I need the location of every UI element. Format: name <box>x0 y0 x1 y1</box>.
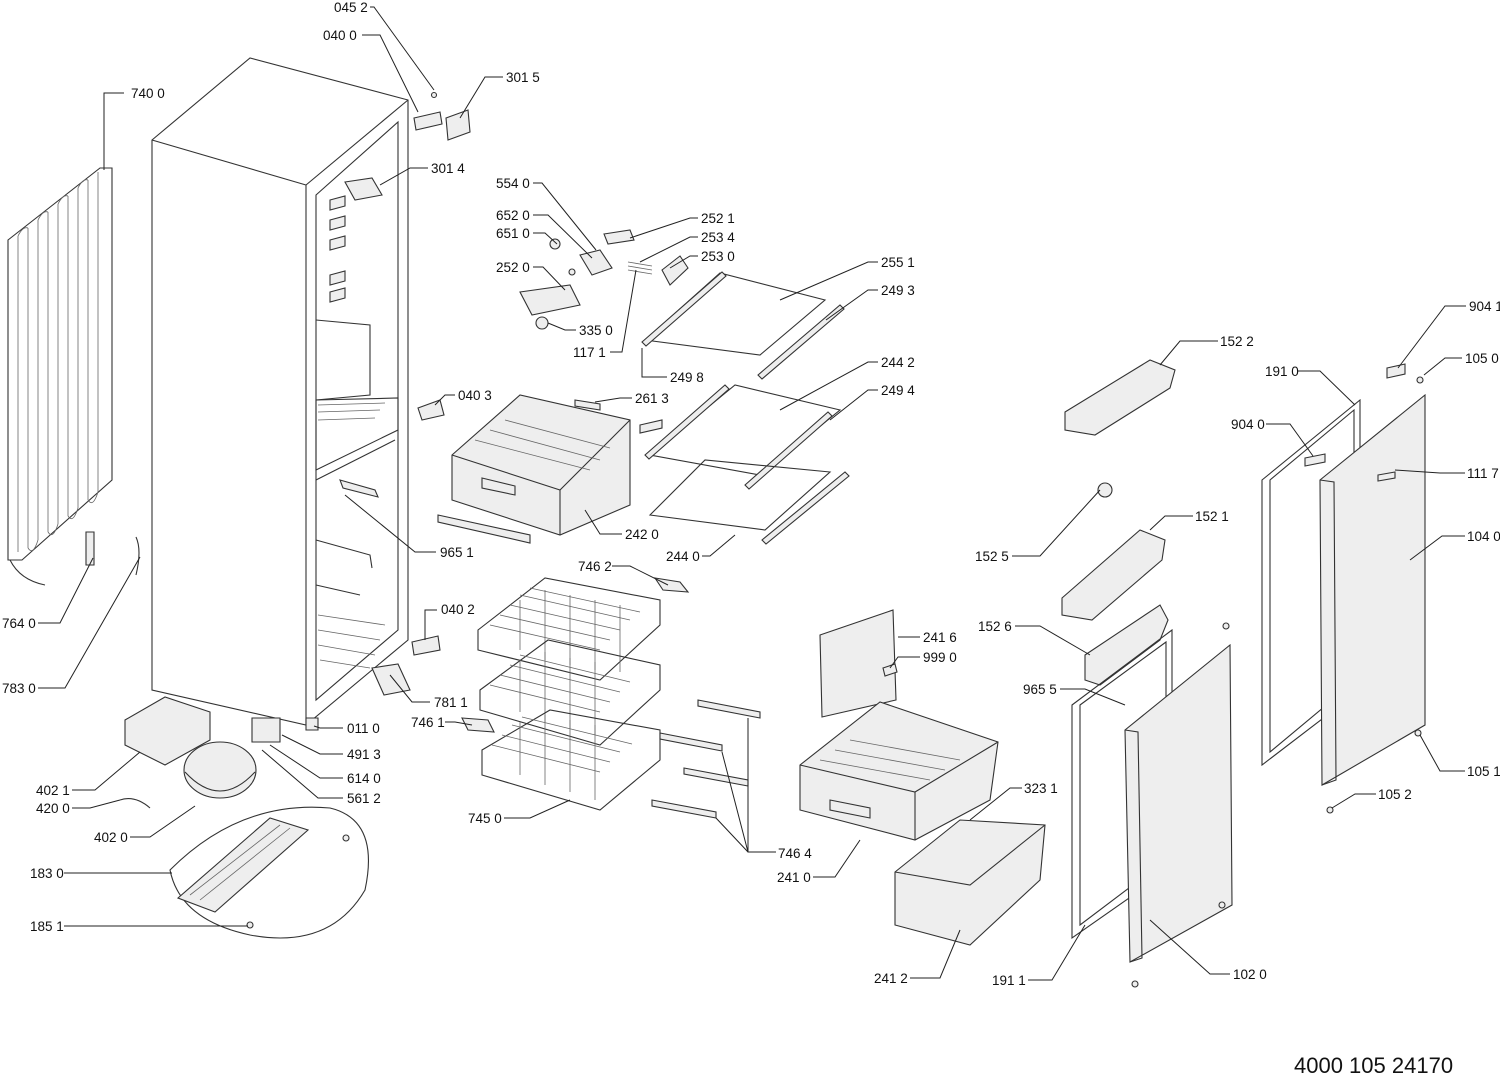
callout-904-1: 904 1 <box>1469 299 1500 314</box>
callout-045-2: 045 2 <box>334 0 368 15</box>
callout-261-3: 261 3 <box>635 391 669 406</box>
callout-105-0: 105 0 <box>1465 351 1499 366</box>
glass-shelf-upper <box>641 271 845 380</box>
callout-614-0: 614 0 <box>347 771 381 786</box>
freezer-door <box>1071 622 1233 988</box>
callout-117-1: 117 1 <box>573 345 606 360</box>
callout-323-1: 323 1 <box>1024 781 1058 796</box>
base-plate <box>169 806 369 939</box>
callout-764-0: 764 0 <box>2 616 36 631</box>
callout-253-4: 253 4 <box>701 230 735 245</box>
glass-shelf-middle <box>644 384 842 490</box>
drawing-number: 4000 105 24170 <box>1294 1053 1453 1078</box>
leveling-foot <box>342 834 350 842</box>
callout-249-3: 249 3 <box>881 283 915 298</box>
wire-baskets <box>461 577 690 811</box>
callout-152-2: 152 2 <box>1220 334 1254 349</box>
top-hinge <box>413 111 443 131</box>
callout-740-0: 740 0 <box>131 86 165 101</box>
callout-152-1: 152 1 <box>1195 509 1229 524</box>
callout-102-0: 102 0 <box>1233 967 1267 982</box>
screw <box>246 921 254 929</box>
callout-904-0: 904 0 <box>1231 417 1265 432</box>
callout-152-6: 152 6 <box>978 619 1012 634</box>
hinge-bracket <box>417 399 445 421</box>
callout-252-1: 252 1 <box>701 211 735 226</box>
callout-402-0: 402 0 <box>94 830 128 845</box>
callout-152-5: 152 5 <box>975 549 1009 564</box>
callout-491-3: 491 3 <box>347 747 381 762</box>
callout-040-0: 040 0 <box>323 28 357 43</box>
callout-746-4: 746 4 <box>778 846 812 861</box>
callout-252-0: 252 0 <box>496 260 530 275</box>
shelf-supports <box>651 699 761 819</box>
callout-185-1: 185 1 <box>30 919 64 934</box>
callout-241-6: 241 6 <box>923 630 957 645</box>
fridge-door <box>1261 363 1426 814</box>
part-drawings <box>7 57 1426 988</box>
callout-249-8: 249 8 <box>670 370 704 385</box>
callout-255-1: 255 1 <box>881 255 915 270</box>
callout-249-4: 249 4 <box>881 383 915 398</box>
crisper-drawer-upper <box>437 394 663 544</box>
callout-301-4: 301 4 <box>431 161 465 176</box>
callout-183-0: 183 0 <box>30 866 64 881</box>
callout-965-5: 965 5 <box>1023 682 1057 697</box>
foot <box>305 717 319 731</box>
condenser-coil <box>7 167 113 586</box>
callout-746-1: 746 1 <box>411 715 445 730</box>
drier-filter <box>85 531 95 566</box>
support-bar-246 <box>882 663 898 677</box>
refrigerator-cabinet <box>151 57 409 731</box>
hinge-cover <box>445 109 471 141</box>
callout-191-1: 191 1 <box>992 973 1026 988</box>
callout-420-0: 420 0 <box>36 801 70 816</box>
callout-253-0: 253 0 <box>701 249 735 264</box>
callout-105-2: 105 2 <box>1378 787 1412 802</box>
callout-040-3: 040 3 <box>458 388 492 403</box>
callout-241-0: 241 0 <box>777 870 811 885</box>
callout-745-0: 745 0 <box>468 811 502 826</box>
thermostat-assembly <box>519 229 689 330</box>
callout-301-5: 301 5 <box>506 70 540 85</box>
callout-111-7: 111 7 <box>1467 466 1499 481</box>
callout-402-1: 402 1 <box>36 783 70 798</box>
suction-tube <box>135 536 140 576</box>
callout-011-0: 011 0 <box>347 721 380 736</box>
callout-241-2: 241 2 <box>874 971 908 986</box>
callout-244-2: 244 2 <box>881 355 915 370</box>
callout-labels: 045 2 040 0 301 5 740 0 301 4 554 0 652 … <box>2 0 1500 988</box>
callout-105-1: 105 1 <box>1467 764 1500 779</box>
callout-783-0: 783 0 <box>2 681 36 696</box>
callout-652-0: 652 0 <box>496 208 530 223</box>
leader-lines <box>38 6 1466 981</box>
callout-335-0: 335 0 <box>579 323 613 338</box>
compressor-group <box>119 663 411 809</box>
callout-965-1: 965 1 <box>440 545 474 560</box>
callout-746-2: 746 2 <box>578 559 612 574</box>
callout-104-0: 104 0 <box>1467 529 1500 544</box>
callout-554-0: 554 0 <box>496 176 530 191</box>
callout-561-2: 561 2 <box>347 791 381 806</box>
freezer-drawers <box>799 701 1046 946</box>
callout-244-0: 244 0 <box>666 549 700 564</box>
hinge-screw <box>430 91 438 99</box>
callout-999-0: 999 0 <box>923 650 957 665</box>
callout-781-1: 781 1 <box>434 695 468 710</box>
bottom-hinge <box>411 635 441 656</box>
glass-shelf-lower <box>648 459 850 545</box>
callout-242-0: 242 0 <box>625 527 659 542</box>
callout-651-0: 651 0 <box>496 226 530 241</box>
callout-040-2: 040 2 <box>441 602 475 617</box>
callout-191-0: 191 0 <box>1265 364 1299 379</box>
door-shelves <box>819 359 1176 718</box>
